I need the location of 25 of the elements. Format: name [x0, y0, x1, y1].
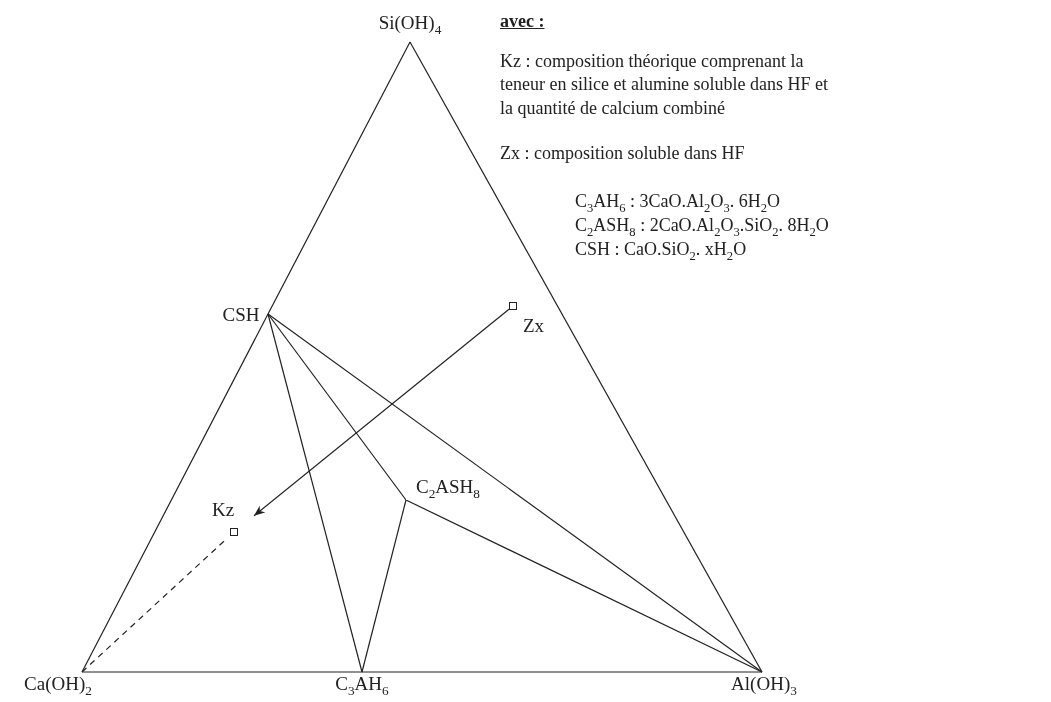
vertex-label: CSH	[214, 300, 268, 328]
note-text: Kz : composition théorique comprenant la teneur en silice et alumine soluble dans HF et la quantité de calcium combiné	[500, 50, 829, 120]
point-label: Kz	[212, 500, 235, 519]
tie-line	[81, 313, 269, 673]
tie-line	[267, 313, 407, 501]
note-text: Zx : composition soluble dans HF	[500, 142, 746, 165]
legend-heading: avec :	[500, 10, 545, 33]
tie-line	[405, 499, 763, 673]
vertex-label: C$_{3}$AH$_{6}$	[324, 672, 400, 700]
arrow	[253, 308, 510, 517]
vertex-label: Al(OH)$_{3}$	[716, 672, 812, 700]
dashed-line	[81, 539, 226, 673]
tie-line	[361, 499, 407, 673]
tie-line	[361, 671, 763, 673]
tie-line	[267, 41, 411, 315]
formula-text: C$_{3}$AH$_{6}$ : 3CaO.Al$_{2}$O$_{3}$. 6H$_{2}$O	[575, 190, 780, 216]
formula-text: C$_{2}$ASH$_{8}$ : 2CaO.Al$_{2}$O$_{3}$.SiO$_{2}$. 8H$_{2}$O	[575, 214, 829, 240]
point-label: Zx	[523, 316, 545, 335]
vertex-label: Ca(OH)$_{2}$	[8, 672, 108, 700]
formula-text: CSH : CaO.SiO$_{2}$. xH$_{2}$O	[575, 238, 747, 264]
tie-line	[81, 671, 363, 673]
tie-line	[267, 313, 363, 673]
tie-line	[409, 41, 763, 673]
tie-line	[267, 313, 763, 673]
vertex-label: Si(OH)$_{4}$	[360, 8, 460, 42]
